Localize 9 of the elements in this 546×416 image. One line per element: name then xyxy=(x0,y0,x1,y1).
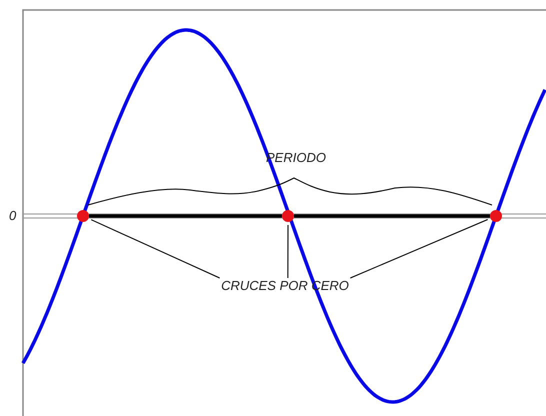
period-segment-line xyxy=(89,214,282,218)
zero-crossing-dot xyxy=(490,210,502,222)
leader-line xyxy=(287,224,288,278)
leader-line xyxy=(350,219,488,278)
zero-crossing-dot xyxy=(282,210,294,222)
period-segment-line xyxy=(294,214,490,218)
zero-crossing-dot xyxy=(77,210,89,222)
axis-tick-label: 0 xyxy=(9,208,16,224)
leader-line xyxy=(90,219,220,278)
